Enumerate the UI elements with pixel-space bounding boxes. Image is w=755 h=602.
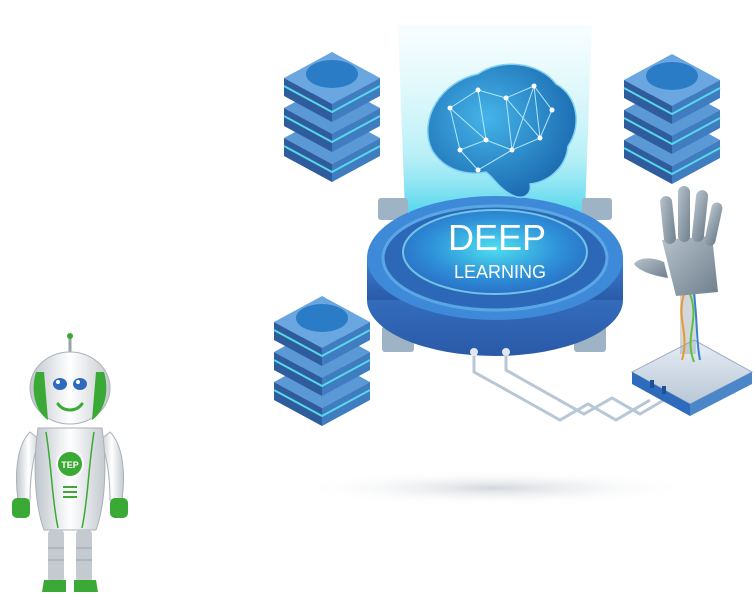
server-stack-icon [273,296,371,426]
brain-icon [427,63,577,198]
platform-label-learning: LEARNING [454,262,546,282]
robot-hand-icon [630,186,754,416]
server-stack-icon [283,52,381,182]
robot-mascot-icon: TEP [12,333,128,592]
platform-label-deep: DEEP [448,217,546,258]
mascot-badge: TEP [61,460,79,470]
ground-shadow [295,470,695,506]
deep-learning-platform: DEEP LEARNING [367,196,623,356]
connection-cables [472,356,665,422]
server-stack-icon [623,54,721,184]
